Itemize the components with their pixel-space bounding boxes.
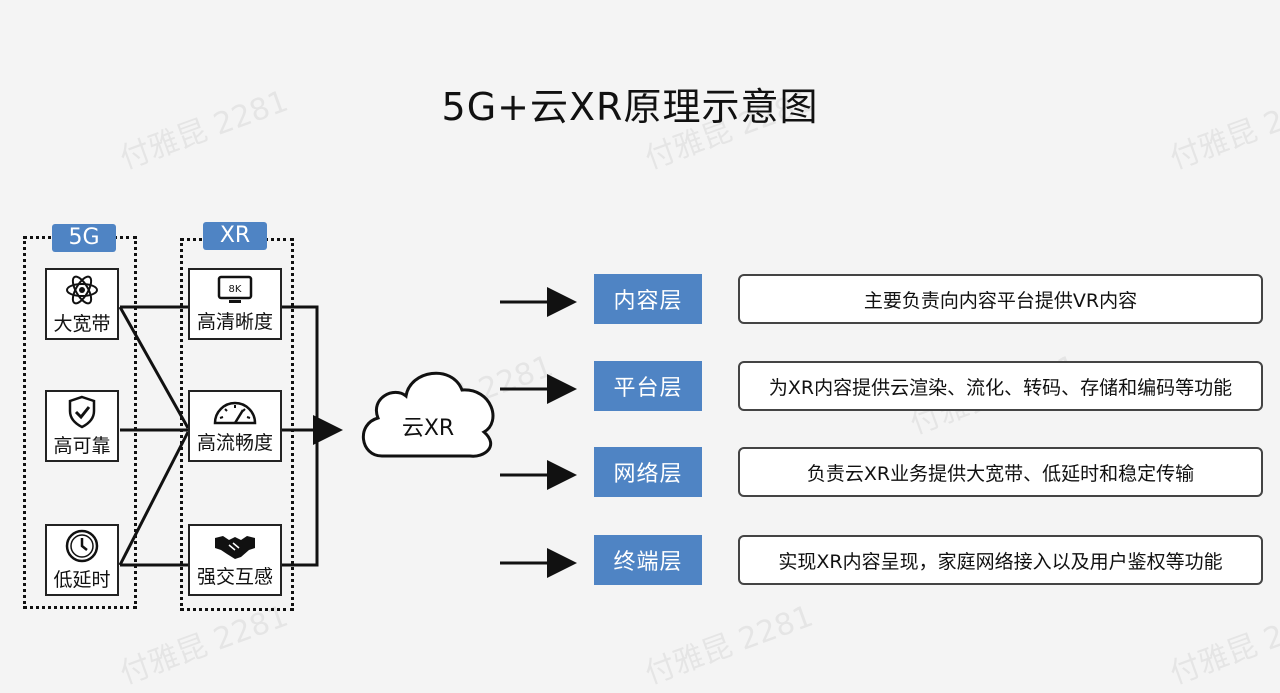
node-label: 低延时 — [53, 568, 111, 591]
node-smoothness: 高流畅度 — [188, 390, 282, 462]
layer-desc-terminal: 实现XR内容呈现，家庭网络接入以及用户鉴权等功能 — [738, 535, 1263, 585]
layer-desc-content: 主要负责向内容平台提供VR内容 — [738, 274, 1263, 324]
node-reliable: 高可靠 — [45, 390, 119, 462]
cloud-icon — [361, 371, 495, 458]
8k-monitor-icon: 8K — [217, 275, 253, 303]
node-latency: 低延时 — [45, 524, 119, 596]
atom-icon — [66, 275, 98, 304]
5g-group-label: 5G — [52, 224, 116, 252]
node-bandwidth: 大宽带 — [45, 268, 119, 340]
link-latency-to-smooth — [118, 431, 190, 566]
layer-label-platform: 平台层 — [594, 361, 702, 411]
node-label: 强交互感 — [196, 565, 273, 588]
clock-icon — [65, 529, 99, 562]
node-label: 高流畅度 — [196, 431, 273, 454]
node-label: 高可靠 — [53, 434, 111, 457]
handshake-icon — [215, 535, 255, 559]
node-interactivity: 强交互感 — [188, 524, 282, 596]
layer-desc-platform: 为XR内容提供云渲染、流化、转码、存储和编码等功能 — [738, 361, 1263, 411]
node-label: 大宽带 — [53, 312, 111, 335]
cloud-label: 云XR — [401, 416, 455, 441]
diagram-title: 5G+云XR原理示意图 — [441, 85, 819, 129]
node-label: 高清晰度 — [196, 310, 273, 333]
layer-desc-network: 负责云XR业务提供大宽带、低延时和稳定传输 — [738, 447, 1263, 497]
link-bandwidth-to-smooth — [118, 306, 190, 429]
8k-text: 8K — [229, 284, 242, 295]
layer-label-terminal: 终端层 — [594, 535, 702, 585]
xr-group-label: XR — [203, 222, 267, 250]
shield-check-icon — [68, 395, 96, 428]
connector-lines — [118, 287, 577, 578]
layer-label-content: 内容层 — [594, 274, 702, 324]
gauge-icon — [213, 401, 257, 424]
layer-label-network: 网络层 — [594, 447, 702, 497]
node-high-definition: 8K 高清晰度 — [188, 268, 282, 340]
